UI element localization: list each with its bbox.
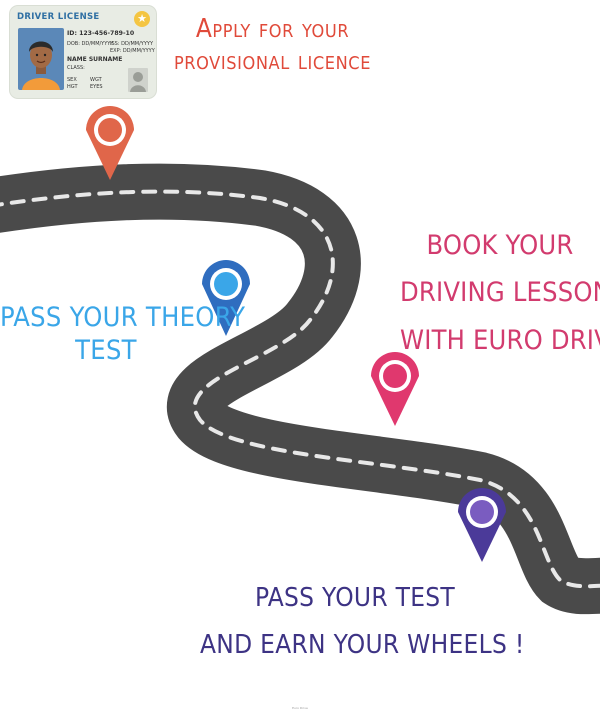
step-line: DRIVING LESSONS: [400, 277, 600, 309]
card-thumbnail-photo: [128, 68, 148, 92]
card-name: NAME SURNAME: [67, 56, 123, 63]
card-title: DRIVER LICENSE: [17, 12, 100, 22]
star-icon: ★: [134, 11, 150, 27]
card-id: ID: 123-456-789-10: [67, 30, 135, 37]
step-line: Apply for your: [195, 14, 350, 44]
step-line: PASS YOUR THEORY: [0, 302, 246, 333]
licence-card: DRIVER LICENSE ★ ID: 123-456-789-10 DOB:…: [10, 6, 156, 98]
card-class: CLASS:: [67, 65, 85, 71]
footnote: Euro Drive: [292, 706, 308, 710]
step-theory-test: PASS YOUR THEORY TEST: [0, 302, 246, 368]
step-line: AND EARN YOUR WHEELS !: [200, 629, 525, 660]
step-book-lessons: BOOK YOUR DRIVING LESSONS WITH EURO DRIV…: [400, 222, 600, 364]
card-wgt: WGT: [90, 77, 102, 83]
step-line: provisional licence: [173, 45, 372, 76]
map-pin-icon: [202, 260, 250, 336]
card-eyes: EYES: [90, 84, 103, 90]
step-line: TEST: [75, 334, 137, 366]
card-portrait: [18, 28, 64, 90]
card-sex: SEX: [67, 77, 77, 83]
card-hgt: HGT: [67, 84, 78, 90]
step-apply-licence: Apply for your provisional licence: [150, 14, 395, 77]
step-line: PASS YOUR TEST: [254, 583, 456, 613]
map-pin-icon: [86, 106, 134, 180]
map-pin-icon: [458, 488, 506, 562]
step-pass-test: PASS YOUR TEST AND EARN YOUR WHEELS !: [200, 575, 525, 669]
step-line: WITH EURO DRIVE: [400, 324, 600, 356]
map-pin-icon: [371, 352, 419, 426]
step-line: BOOK YOUR: [426, 230, 574, 261]
card-dob: DOB: DD/MM/YYYY: [67, 41, 114, 47]
card-exp: EXP: DD/MM/YYYY: [110, 48, 155, 54]
card-iss: ISS: DD/MM/YYYY: [110, 41, 154, 47]
road-lane-dashes: [0, 189, 600, 589]
